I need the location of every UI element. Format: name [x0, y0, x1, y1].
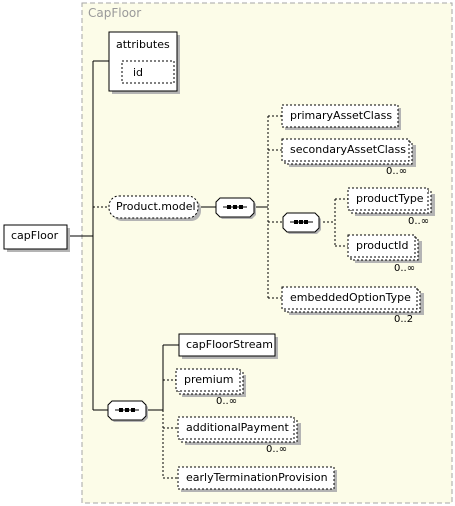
secondary-asset-class-occurs: 0..∞ [386, 166, 408, 177]
sequence-compositor-icon [107, 400, 148, 422]
cap-floor-stream-node[interactable] [178, 333, 276, 357]
embedded-option-type-node[interactable] [281, 286, 418, 310]
additional-payment-occurs: 0..∞ [266, 444, 288, 455]
primary-asset-class-label: primaryAssetClass [290, 109, 393, 122]
attribute-id-label: id [133, 66, 144, 79]
capfloor-node[interactable] [3, 224, 68, 250]
optional-connector-lines [93, 115, 348, 479]
product-model-label: Product.model [116, 200, 196, 213]
product-type-node[interactable] [347, 187, 429, 211]
product-id-occurs: 0..∞ [394, 263, 416, 274]
product-model-node[interactable] [108, 195, 199, 219]
capfloor-label: capFloor [11, 229, 59, 242]
embedded-option-type-occurs: 0..2 [394, 314, 414, 325]
early-termination-provision-label: earlyTerminationProvision [186, 471, 328, 484]
primary-asset-class-node[interactable] [281, 104, 399, 128]
premium-label: premium [184, 373, 234, 386]
choice-compositor-icon [282, 212, 321, 234]
secondary-asset-class-node[interactable] [281, 138, 410, 162]
early-termination-provision-node[interactable] [177, 466, 335, 490]
product-id-label: productId [356, 239, 409, 252]
premium-occurs: 0..∞ [216, 396, 238, 407]
attributes-label: attributes [116, 38, 170, 51]
product-type-occurs: 0..∞ [408, 216, 430, 227]
product-id-node[interactable] [347, 234, 416, 258]
additional-payment-node[interactable] [177, 416, 295, 440]
embedded-option-type-label: embeddedOptionType [290, 291, 411, 304]
additional-payment-label: additionalPayment [186, 421, 289, 434]
product-type-label: productType [356, 192, 424, 205]
group-title: CapFloor [88, 6, 142, 20]
cap-floor-stream-label: capFloorStream [186, 338, 273, 351]
premium-node[interactable] [175, 368, 241, 392]
attribute-id-node[interactable] [121, 60, 175, 84]
connector-lines [67, 60, 268, 411]
secondary-asset-class-label: secondaryAssetClass [290, 143, 407, 156]
sequence-compositor-icon [215, 197, 256, 219]
